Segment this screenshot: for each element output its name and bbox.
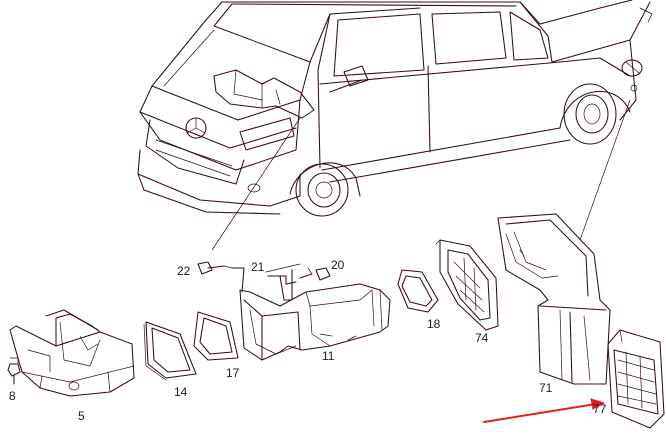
- callout-5: 5: [78, 409, 85, 423]
- van-illustration: [137, 0, 653, 251]
- part-21-clip: [265, 263, 301, 301]
- part-77-grille: [607, 329, 665, 429]
- part-17-gasket: [193, 311, 239, 361]
- callout-22: 22: [177, 264, 191, 278]
- highlight-arrow: [483, 398, 606, 423]
- callout-8: 8: [9, 389, 16, 403]
- callout-77: 77: [593, 402, 607, 416]
- part-11-duct: [231, 267, 391, 361]
- part-71-channel: [497, 213, 611, 385]
- callout-11: 11: [322, 349, 335, 363]
- part-20-screw: [299, 267, 331, 281]
- callout-20: 20: [331, 258, 345, 272]
- callout-18: 18: [427, 317, 441, 331]
- part-18-seal: [397, 269, 439, 313]
- callout-17: 17: [226, 366, 240, 380]
- part-5-drawing: [9, 309, 135, 397]
- part-8-screw: [7, 357, 21, 385]
- part-14-gasket: [143, 321, 197, 381]
- callout-21: 21: [251, 260, 265, 274]
- part-74-frame: [435, 239, 499, 331]
- part-22-bolt: [197, 261, 233, 275]
- callout-14: 14: [174, 385, 188, 399]
- callout-71: 71: [539, 381, 553, 395]
- callout-74: 74: [475, 331, 489, 345]
